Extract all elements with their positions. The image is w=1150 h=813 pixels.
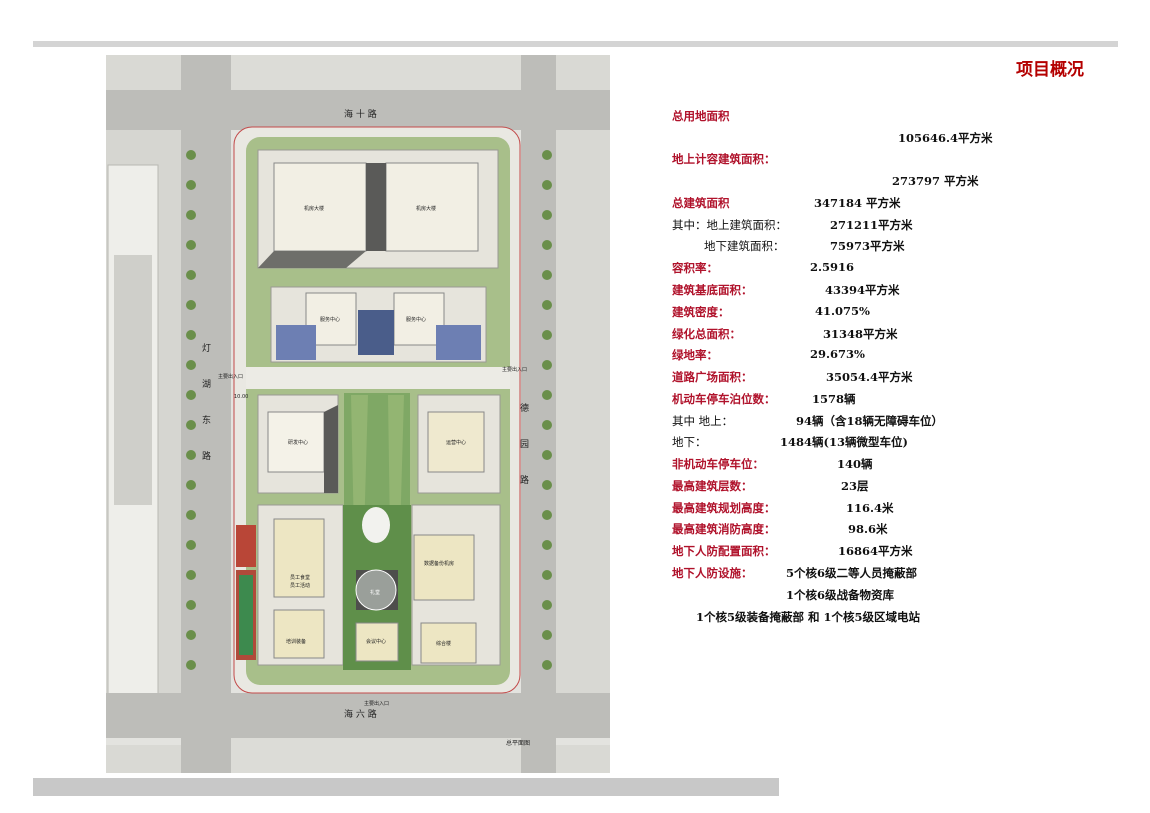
plan-name-label: 总平面图 xyxy=(506,739,530,747)
bike-label: 非机动车停车位： xyxy=(672,457,764,471)
civil-facility-value-2: 1个核6级战备物资库 xyxy=(786,588,895,602)
road-area-label: 道路广场面积： xyxy=(672,370,753,384)
bottom-divider xyxy=(33,778,779,796)
civil-area-value: 16864平方米 xyxy=(838,544,913,558)
building-label: 数据备份机房 xyxy=(424,560,454,567)
road-area-value: 35054.4平方米 xyxy=(826,370,913,384)
road-west-char: 路 xyxy=(202,450,211,462)
below-area-label: 地下建筑面积： xyxy=(704,239,785,253)
building-label: 研发中心 xyxy=(288,439,308,446)
page-title: 项目概况 xyxy=(1016,60,1084,80)
building-label: 培训装备 xyxy=(286,638,306,645)
land-area-label: 总用地面积 xyxy=(672,109,730,123)
building-label: 服务中心 xyxy=(320,316,340,323)
building-label: 综合楼 xyxy=(436,640,451,647)
building-label: 机房大楼 xyxy=(304,205,324,212)
building-label: 会议中心 xyxy=(366,638,386,645)
parking-above-label: 其中 地上： xyxy=(672,414,734,428)
total-area-value: 347184 平方米 xyxy=(814,196,901,210)
civil-area-label: 地下人防配置面积： xyxy=(672,544,776,558)
floors-label: 最高建筑层数： xyxy=(672,479,753,493)
green-area-label: 绿化总面积： xyxy=(672,327,741,341)
parking-above-value: 94辆（含18辆无障碍车位） xyxy=(796,414,944,428)
land-area-value: 105646.4平方米 xyxy=(898,131,993,145)
civil-facility-value-3: 1个核5级装备掩蔽部 和 1个核5级区域电站 xyxy=(696,610,921,624)
civil-facility-value-1: 5个核6级二等人员掩蔽部 xyxy=(786,566,918,580)
parking-below-label: 地下： xyxy=(672,435,707,449)
road-west-char: 灯 xyxy=(202,343,211,354)
road-south-label: 海 六 路 xyxy=(344,708,377,720)
parking-below-value: 1484辆(13辆微型车位) xyxy=(780,435,908,449)
far-value: 2.5916 xyxy=(810,260,855,274)
total-area-label: 总建筑面积 xyxy=(672,196,730,210)
parking-value: 1578辆 xyxy=(812,392,856,406)
green-rate-value: 29.673% xyxy=(810,347,865,361)
road-east-char: 路 xyxy=(520,474,529,486)
density-label: 建筑密度： xyxy=(672,305,730,319)
dimension-label: 10.00 xyxy=(234,394,248,400)
road-north-label: 海 十 路 xyxy=(344,108,377,120)
road-east-char: 德 xyxy=(520,402,529,414)
base-area-label: 建筑基底面积： xyxy=(672,283,753,297)
below-area-value: 75973平方米 xyxy=(830,239,905,253)
above-area-label: 其中：地上建筑面积： xyxy=(672,218,787,232)
green-area-value: 31348平方米 xyxy=(823,327,898,341)
height-plan-value: 116.4米 xyxy=(846,501,894,515)
top-divider xyxy=(33,41,1118,47)
road-west-char: 湖 xyxy=(202,379,211,390)
civil-facility-label: 地下人防设施： xyxy=(672,566,753,580)
building-label: 礼堂 xyxy=(370,589,380,596)
road-west-char: 东 xyxy=(202,414,211,426)
road-east-char: 园 xyxy=(520,439,529,450)
height-plan-label: 最高建筑规划高度： xyxy=(672,501,776,515)
entrance-east-label: 主要出入口 xyxy=(502,366,527,373)
entrance-south-label: 主要出入口 xyxy=(364,700,389,707)
green-rate-label: 绿地率： xyxy=(672,348,718,362)
far-label: 容积率： xyxy=(672,261,718,275)
bike-value: 140辆 xyxy=(837,457,873,471)
building-label: 机房大楼 xyxy=(416,205,436,212)
building-label: 员工活动 xyxy=(290,582,310,589)
building-label: 服务中心 xyxy=(406,316,426,323)
floors-value: 23层 xyxy=(841,479,869,493)
far-area-label: 地上计容建筑面积： xyxy=(672,152,776,166)
density-value: 41.075% xyxy=(815,304,870,318)
site-plan: 海 十 路 海 六 路 灯 湖 东 路 德 园 路 主要出入口 主要出入口 主要… xyxy=(106,55,610,773)
parking-label: 机动车停车泊位数： xyxy=(672,392,776,406)
base-area-value: 43394平方米 xyxy=(825,283,900,297)
building-label: 员工食堂 xyxy=(290,574,310,581)
height-fire-value: 98.6米 xyxy=(848,522,888,536)
entrance-west-label: 主要出入口 xyxy=(218,373,243,380)
height-fire-label: 最高建筑消防高度： xyxy=(672,522,776,536)
building-label: 运营中心 xyxy=(446,439,466,446)
above-area-value: 271211平方米 xyxy=(830,218,913,232)
far-area-value: 273797 平方米 xyxy=(892,174,979,188)
